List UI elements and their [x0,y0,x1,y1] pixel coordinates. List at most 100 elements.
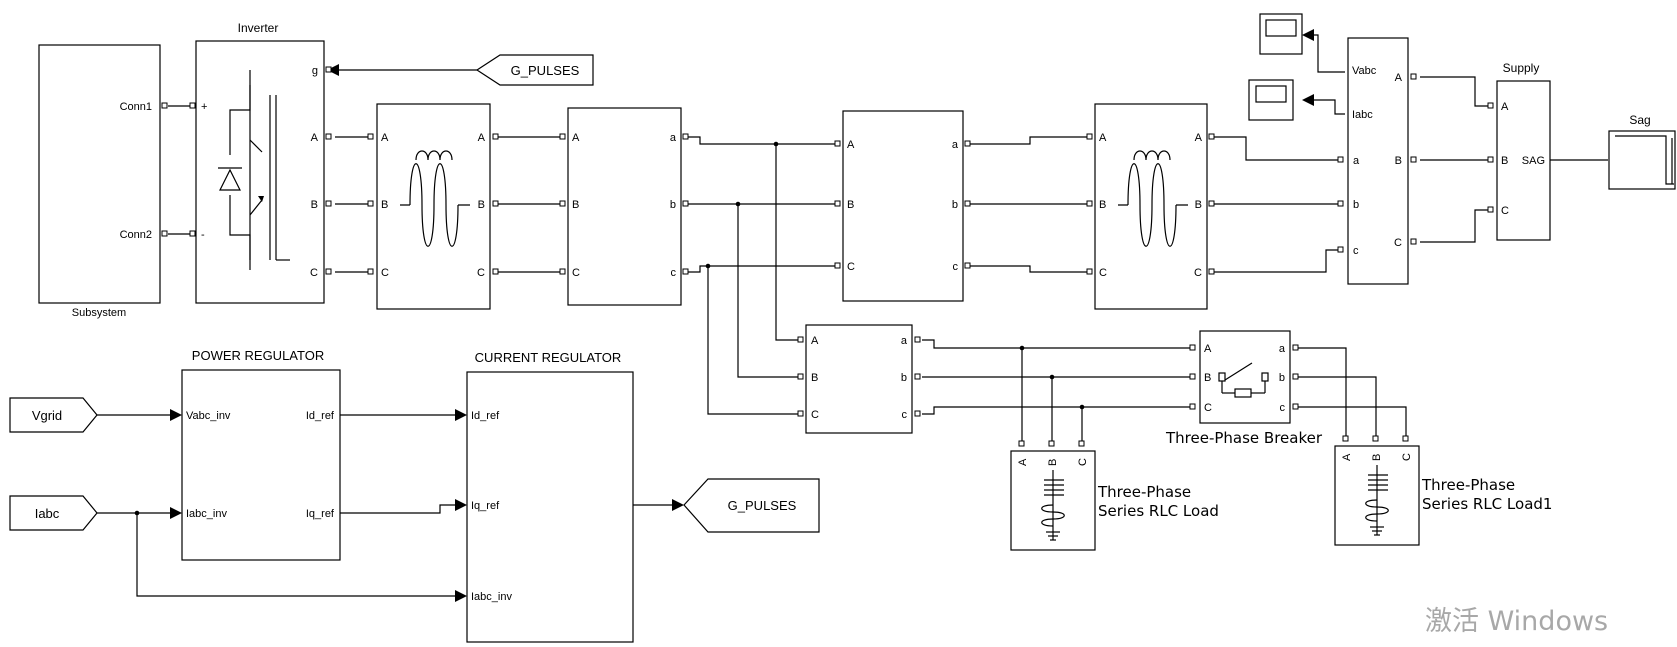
transformer2-port-a-out: a [952,139,959,151]
transformer1-block[interactable]: A B C a b c [559,107,689,306]
transformer2-port-c-in: C [847,261,855,273]
supply-port-a: A [1501,101,1509,113]
measurement-port-a-out: A [1395,72,1403,84]
measurement-port-c-in: c [1353,245,1359,257]
supply-port-b: B [1501,155,1508,167]
transformer2-block[interactable]: A B C a b c [834,110,971,302]
inductor2-block[interactable]: A B C A B C [1086,103,1215,310]
inverter-port-plus: + [201,101,207,113]
supply-label: Supply [1503,61,1540,75]
transformer1-port-c-out: c [671,267,677,279]
igbt-diode-icon [218,70,290,270]
inductor-coil-icon [1118,150,1188,247]
power-regulator-port-id-ref: Id_ref [306,410,335,422]
subsystem-label: Subsystem [72,307,126,319]
rlc-load-icon [1365,465,1389,536]
transformer2-port-b-in: B [847,199,854,211]
transformer3-port-a-in: A [811,335,819,347]
measurement-port-iabc: Iabc [1352,109,1373,121]
g-pulses-from-label: G_PULSES [511,63,580,78]
transformer1-port-b-in: B [572,199,579,211]
current-regulator-block[interactable]: CURRENT REGULATOR Id_ref Iq_ref Iabc_inv [466,350,634,643]
inductor2-port-c-in: C [1099,267,1107,279]
inverter-port-a: A [311,132,319,144]
iabc-from-tag[interactable]: Iabc [9,495,98,531]
load1-port-c: C [1401,453,1413,461]
wires [97,34,1608,597]
g-pulses-goto-tag[interactable]: G_PULSES [683,478,820,533]
inverter-port-g: g [312,65,318,77]
measurement-block[interactable]: Vabc Iabc a b c A B C [1337,37,1417,285]
breaker-port-a-out: a [1279,343,1286,355]
inductor1-port-a-out: A [478,132,486,144]
sag-block[interactable]: Sag [1608,113,1676,190]
measurement-port-c-out: C [1394,237,1402,249]
inverter-port-minus: - [201,229,205,241]
inductor2-port-c-out: C [1194,267,1202,279]
inductor1-block[interactable]: A B C A B C [367,103,499,310]
load-port-b: B [1047,459,1059,466]
power-regulator-port-iq-ref: Iq_ref [306,508,335,520]
breaker-label: Three-Phase Breaker [1165,429,1323,447]
inductor1-port-b-out: B [478,199,485,211]
load1-label-line2: Series RLC Load1 [1422,495,1552,513]
current-regulator-port-iabc-inv: Iabc_inv [471,591,512,603]
measurement-port-a-in: a [1353,155,1360,167]
transformer1-port-a-in: A [572,132,580,144]
inductor-coil-icon [400,150,470,247]
transformer2-port-a-in: A [847,139,855,151]
subsystem-block[interactable]: Conn1 Conn2 Subsystem [38,44,168,319]
power-regulator-port-iabc-inv: Iabc_inv [186,508,227,520]
transformer3-block[interactable]: A B C a b c [797,324,921,434]
watermark-line1: 激活 Windows [1425,606,1608,637]
load-port-c: C [1077,458,1089,466]
vgrid-from-tag[interactable]: Vgrid [9,397,98,433]
supply-block[interactable]: Supply A B C SAG [1487,61,1551,241]
transformer2-port-b-out: b [952,199,958,211]
g-pulses-from-tag[interactable]: G_PULSES [475,54,594,86]
rlc-load-block[interactable]: A B C Three-Phase Series RLC Load [1010,440,1219,551]
scope-current-block[interactable] [1248,79,1294,121]
iabc-label: Iabc [35,506,60,521]
power-regulator-block[interactable]: POWER REGULATOR Vabc_inv Iabc_inv Id_ref… [181,348,341,561]
inductor1-port-c-in: C [381,267,389,279]
load1-port-a: A [1341,453,1353,461]
subsystem-port-conn1: Conn1 [120,101,152,113]
measurement-port-b-out: B [1395,155,1402,167]
inductor1-port-b-in: B [381,199,388,211]
inductor2-port-b-out: B [1195,199,1202,211]
junction-dots [134,141,1085,516]
measurement-port-b-in: b [1353,199,1359,211]
breaker-port-a-in: A [1204,343,1212,355]
transformer3-port-c-out: c [902,409,908,421]
subsystem-port-conn2: Conn2 [120,229,152,241]
breaker-switch-icon [1218,362,1269,398]
three-phase-breaker-block[interactable]: A B C a b c Three-Phase Breaker [1165,330,1323,447]
supply-port-c: C [1501,205,1509,217]
inductor1-port-c-out: C [477,267,485,279]
inverter-block[interactable]: Inverter + - g A B C [189,21,332,304]
load-label-line2: Series RLC Load [1098,502,1219,520]
inverter-port-b: B [311,199,318,211]
inductor2-port-a-in: A [1099,132,1107,144]
vgrid-label: Vgrid [32,408,62,423]
breaker-port-b-in: B [1204,372,1211,384]
transformer1-port-c-in: C [572,267,580,279]
windows-activation-watermark: 激活 Windows [1425,606,1608,637]
transformer3-port-b-in: B [811,372,818,384]
current-regulator-label: CURRENT REGULATOR [475,350,622,365]
scope-voltage-block[interactable] [1259,13,1303,55]
inverter-port-c: C [310,267,318,279]
transformer3-port-c-in: C [811,409,819,421]
load-label-line1: Three-Phase [1097,483,1191,501]
power-regulator-port-vabc-inv: Vabc_inv [186,410,231,422]
transformer1-port-a-out: a [670,132,677,144]
rlc-load1-block[interactable]: A B C Three-Phase Series RLC Load1 [1334,435,1552,546]
transformer2-port-c-out: c [953,261,959,273]
current-regulator-port-iq-ref: Iq_ref [471,500,500,512]
load-port-a: A [1017,458,1029,466]
current-regulator-port-id-ref: Id_ref [471,410,500,422]
transformer1-port-b-out: b [670,199,676,211]
inverter-label: Inverter [238,21,279,35]
